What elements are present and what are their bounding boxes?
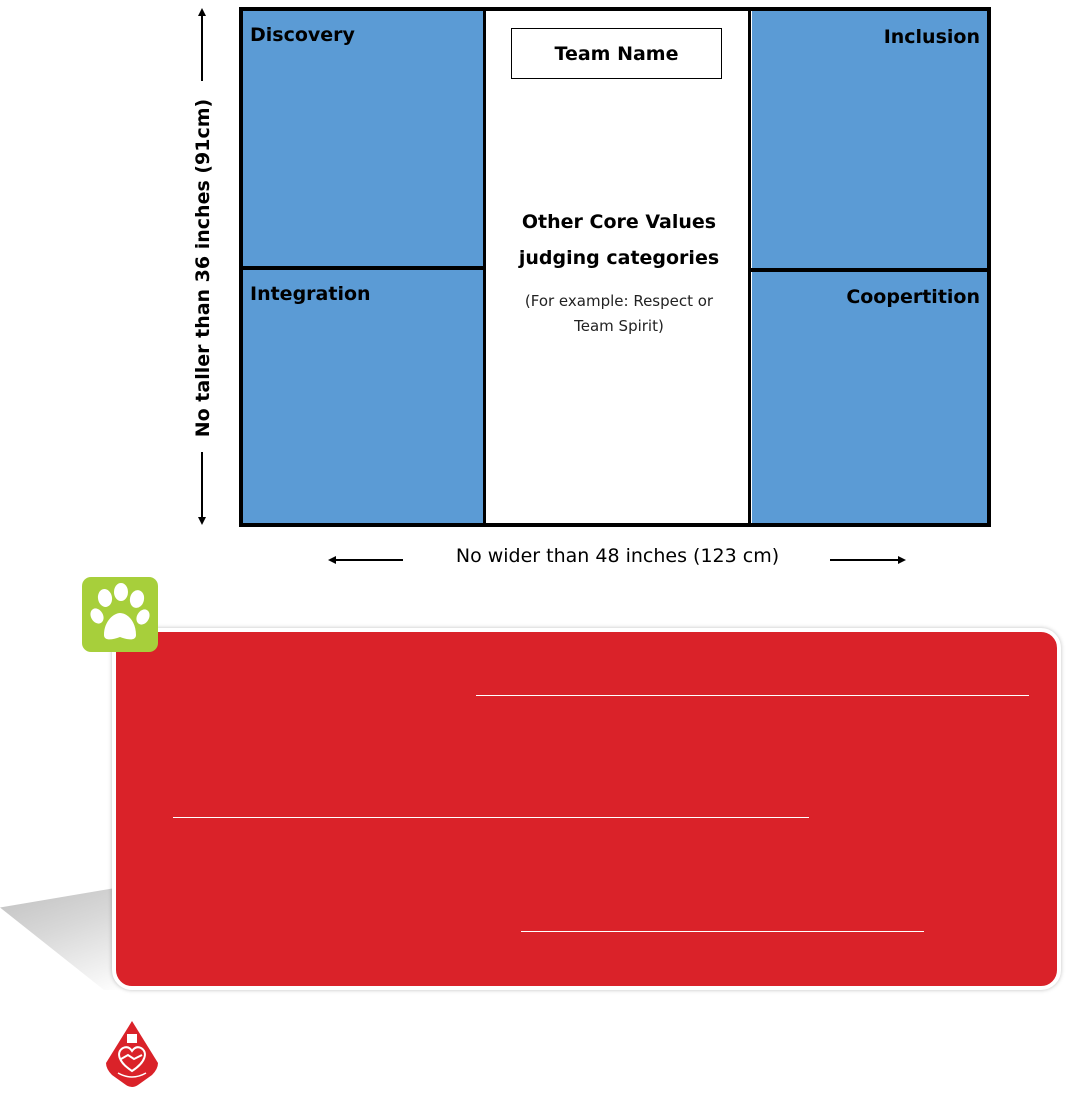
- center-note-line2: Team Spirit): [574, 317, 664, 335]
- height-arrow-line-top: [201, 15, 203, 81]
- tip-box: [112, 628, 1061, 990]
- poster-layout: Discovery Integration Inclusion Cooperti…: [239, 7, 991, 527]
- panel-label-discovery: Discovery: [250, 24, 355, 46]
- panel-inclusion: Inclusion: [752, 11, 987, 268]
- divider-left: [483, 11, 486, 523]
- height-label: No taller than 36 inches (91cm): [192, 98, 214, 438]
- width-arrow-line-right: [830, 559, 900, 561]
- width-arrow-line-left: [335, 559, 403, 561]
- tip-box-shadow: [0, 885, 130, 990]
- blank-line-1: [476, 695, 1029, 696]
- panel-label-integration: Integration: [250, 283, 371, 305]
- center-note-line1: (For example: Respect or: [524, 292, 714, 310]
- panel-integration: Integration: [243, 270, 484, 523]
- width-arrow-left-icon: [328, 556, 336, 564]
- team-name-box: Team Name: [511, 28, 722, 79]
- height-arrow-line-bottom: [201, 452, 203, 518]
- height-arrow-up-icon: [198, 8, 206, 16]
- blank-line-2: [173, 817, 809, 818]
- center-note: (For example: Respect or Team Spirit): [489, 289, 749, 339]
- divider-left-horizontal: [243, 266, 484, 270]
- paw-badge: [82, 577, 158, 652]
- panel-label-coopertition: Coopertition: [846, 286, 980, 308]
- team-name-label: Team Name: [554, 42, 679, 65]
- height-arrow-down-icon: [198, 517, 206, 525]
- blank-line-3: [521, 931, 924, 932]
- center-title-line1: Other Core Values: [521, 211, 717, 233]
- divider-right: [748, 11, 751, 523]
- panel-discovery: Discovery: [243, 11, 484, 266]
- paw-print-icon: [90, 583, 150, 640]
- divider-right-horizontal: [751, 268, 987, 272]
- panel-label-inclusion: Inclusion: [883, 26, 980, 48]
- handshake-heart-logo: [104, 1019, 160, 1087]
- center-title: Other Core Values judging categories: [489, 204, 749, 276]
- width-arrow-right-icon: [898, 556, 906, 564]
- center-title-line2: judging categories: [518, 247, 720, 269]
- panel-coopertition: Coopertition: [752, 272, 987, 523]
- width-label: No wider than 48 inches (123 cm): [455, 545, 780, 567]
